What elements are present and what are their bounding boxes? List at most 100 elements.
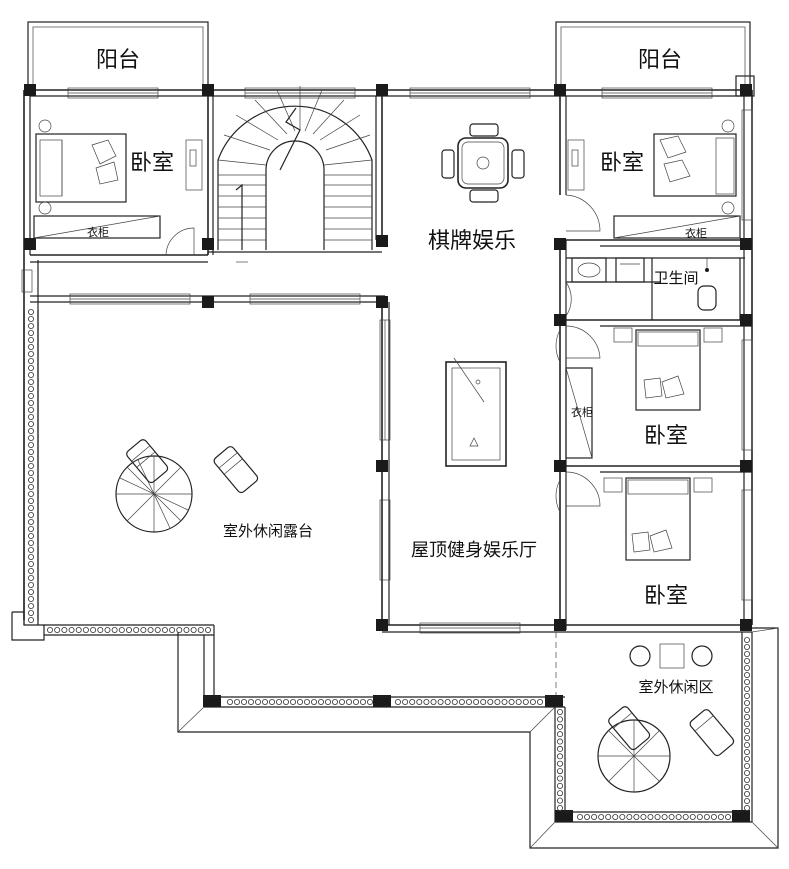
terrace-parapet: [11, 310, 779, 849]
railing-bead: [557, 738, 564, 745]
railing-bead: [557, 790, 564, 797]
railing-bead: [27, 336, 34, 343]
railing-bead: [744, 735, 751, 742]
railing-bead: [27, 554, 34, 561]
railing-bead: [717, 814, 724, 821]
railing-bead: [557, 760, 564, 767]
railing-bead: [154, 627, 161, 634]
room-labels: 阳台 阳台 卧室 卧室 棋牌娱乐 卫生间 卧室 卧室 屋顶健身娱乐厅 室外休闲露…: [87, 48, 714, 696]
balcony-right: [555, 21, 755, 97]
railing-bead: [744, 714, 751, 721]
railing-bead: [744, 693, 751, 700]
railing-bead: [557, 782, 564, 789]
railing-bead: [261, 699, 268, 706]
railing-bead: [458, 699, 465, 706]
railing-bead: [169, 627, 176, 634]
balcony-left: [27, 21, 209, 91]
railing-beads: [27, 308, 751, 821]
bed-top-left: [33, 119, 203, 239]
railing-bead: [27, 540, 34, 547]
railing-bead: [598, 814, 605, 821]
label-chess-room: 棋牌娱乐: [428, 229, 516, 254]
railing-bead: [402, 699, 409, 706]
railing-bead: [744, 644, 751, 651]
railing-bead: [27, 322, 34, 329]
railing-bead: [744, 728, 751, 735]
railing-bead: [27, 603, 34, 610]
railing-bead: [661, 814, 668, 821]
railing-bead: [744, 805, 751, 812]
railing-bead: [118, 627, 125, 634]
railing-bead: [82, 627, 89, 634]
railing-bead: [140, 627, 147, 634]
label-wardrobe-mid: 衣柜: [571, 405, 593, 419]
label-bedroom-top-left: 卧室: [130, 151, 174, 176]
railing-bead: [161, 627, 168, 634]
label-bedroom-top-right: 卧室: [600, 151, 644, 176]
railing-bead: [465, 699, 472, 706]
doors: [165, 194, 601, 513]
label-gym-hall: 屋顶健身娱乐厅: [411, 540, 537, 561]
railing-bead: [345, 699, 352, 706]
railing-bead: [744, 770, 751, 777]
railing-bead: [744, 700, 751, 707]
railing-bead: [27, 427, 34, 434]
railing-bead: [744, 784, 751, 791]
railing-bead: [27, 596, 34, 603]
railing-bead: [27, 462, 34, 469]
railing-bead: [423, 699, 430, 706]
railing-bead: [27, 343, 34, 350]
railing-bead: [197, 627, 204, 634]
railing-bead: [68, 627, 75, 634]
railing-bead: [27, 378, 34, 385]
railing-bead: [682, 814, 689, 821]
railing-bead: [557, 768, 564, 775]
railing-bead: [430, 699, 437, 706]
railing-bead: [725, 814, 732, 821]
railing-bead: [744, 763, 751, 770]
railing-bead: [27, 512, 34, 519]
railing-bead: [27, 610, 34, 617]
railing-bead: [654, 814, 661, 821]
railing-bead: [111, 627, 118, 634]
railing-bead: [147, 627, 154, 634]
railing-bead: [675, 814, 682, 821]
railing-bead: [27, 519, 34, 526]
bed-mid-right: [565, 327, 723, 459]
label-wardrobe-right: 衣柜: [685, 226, 707, 240]
railing-bead: [27, 504, 34, 511]
railing-bead: [27, 533, 34, 540]
railing-bead: [27, 406, 34, 413]
railing-bead: [90, 627, 97, 634]
label-bedroom-bottom-right: 卧室: [644, 584, 688, 609]
railing-bead: [744, 679, 751, 686]
railing-bead: [27, 561, 34, 568]
railing-bead: [557, 731, 564, 738]
bed-top-right: [567, 119, 741, 239]
railing-bead: [27, 420, 34, 427]
railing-bead: [557, 716, 564, 723]
railing-bead: [696, 814, 703, 821]
railing-bead: [557, 775, 564, 782]
railing-bead: [317, 699, 324, 706]
structural-columns: [24, 84, 752, 822]
railing-bead: [584, 814, 591, 821]
label-bedroom-mid-right: 卧室: [644, 424, 688, 449]
railing-bead: [254, 699, 261, 706]
railing-bead: [394, 699, 401, 706]
railing-bead: [744, 749, 751, 756]
railing-bead: [557, 723, 564, 730]
railing-bead: [310, 699, 317, 706]
railing-bead: [27, 385, 34, 392]
railing-bead: [75, 627, 82, 634]
railing-bead: [437, 699, 444, 706]
label-bathroom: 卫生间: [653, 269, 698, 287]
railing-bead: [703, 814, 710, 821]
railing-bead: [537, 699, 544, 706]
railing-bead: [296, 699, 303, 706]
terrace-umbrella: [115, 439, 259, 533]
railing-bead: [557, 797, 564, 804]
railing-bead: [104, 627, 111, 634]
chess-table: [441, 123, 525, 203]
railing-bead: [338, 699, 345, 706]
